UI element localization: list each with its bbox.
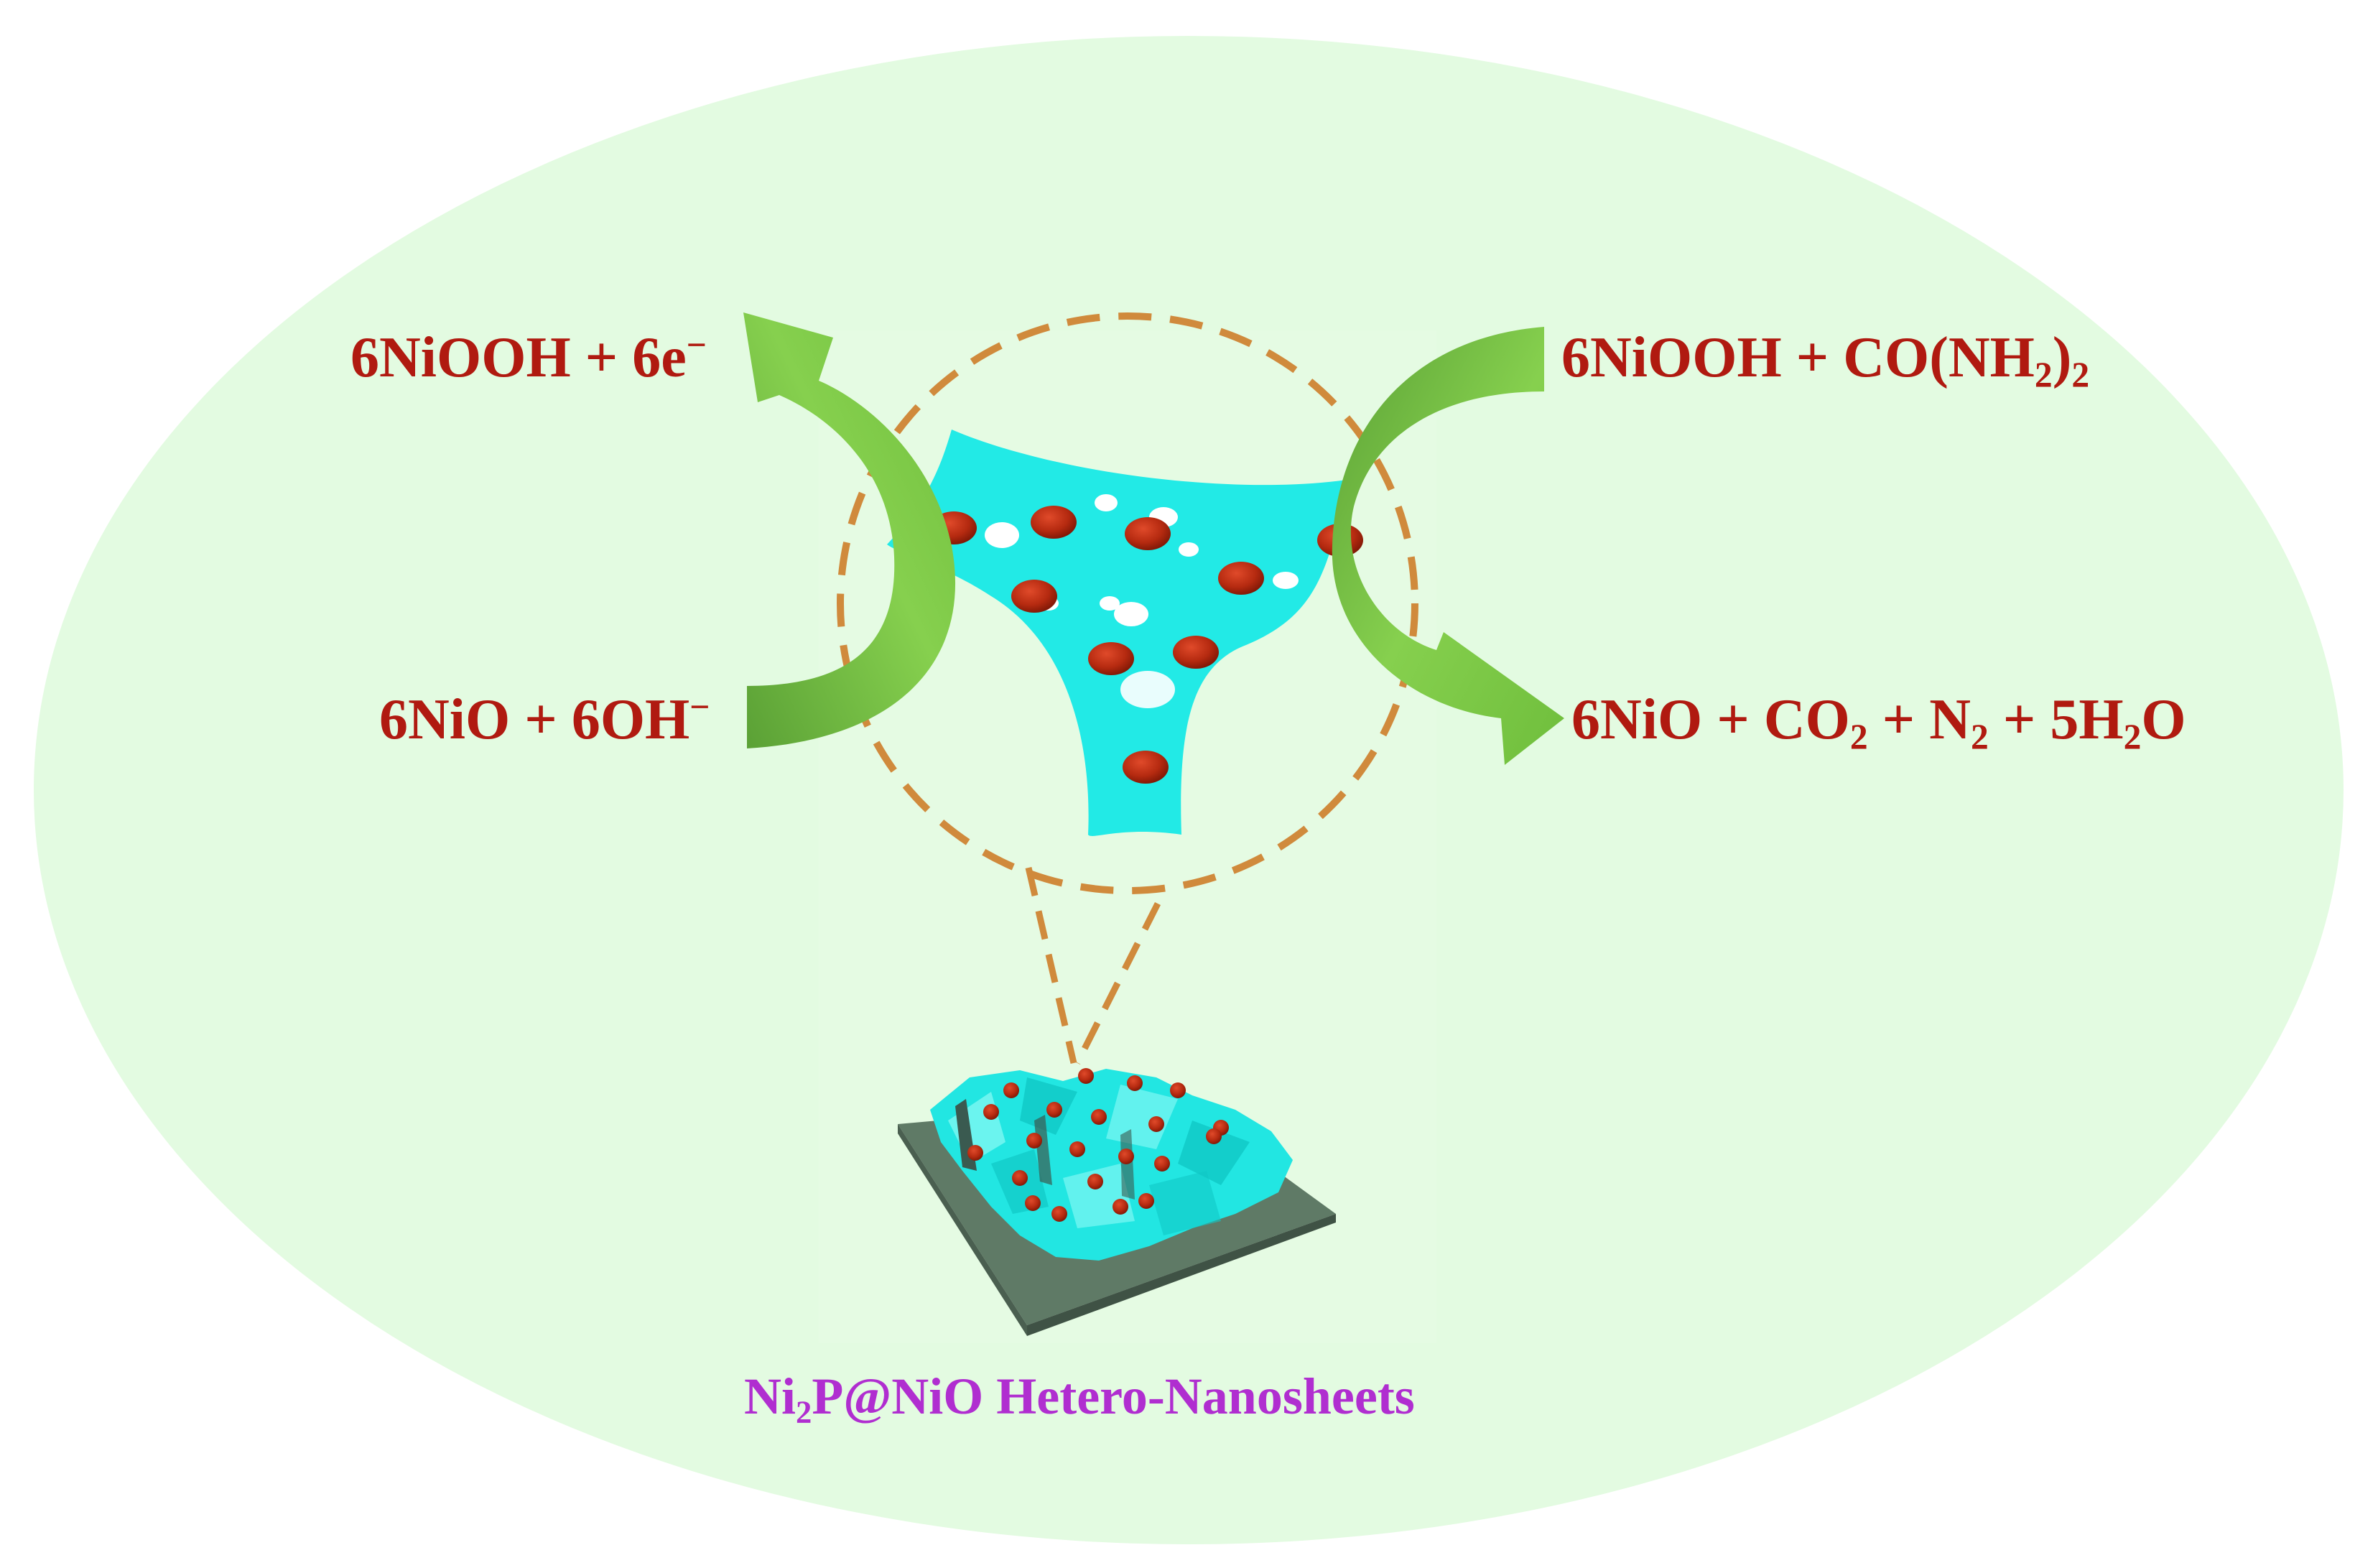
zoom-line-right — [1074, 901, 1161, 1065]
zoom-circle-icon — [837, 312, 1418, 894]
equation-bottom-left: 6NiO + 6OH− — [379, 687, 710, 751]
equation-top-right: 6NiOOH + CO(NH2)2 — [1561, 326, 2090, 394]
nanosheet-array-substrate-icon — [898, 1068, 1336, 1336]
caption-label: Ni2P@NiO Hetero-Nanosheets — [744, 1368, 1415, 1430]
equation-bottom-right: 6NiO + CO2 + N2 + 5H2O — [1571, 688, 2186, 756]
zoom-line-left — [1025, 866, 1077, 1064]
equation-top-left: 6NiOOH + 6e− — [350, 325, 707, 389]
curved-arrow-down-right-icon — [1332, 327, 1564, 765]
curved-arrow-up-left-icon — [743, 312, 956, 748]
